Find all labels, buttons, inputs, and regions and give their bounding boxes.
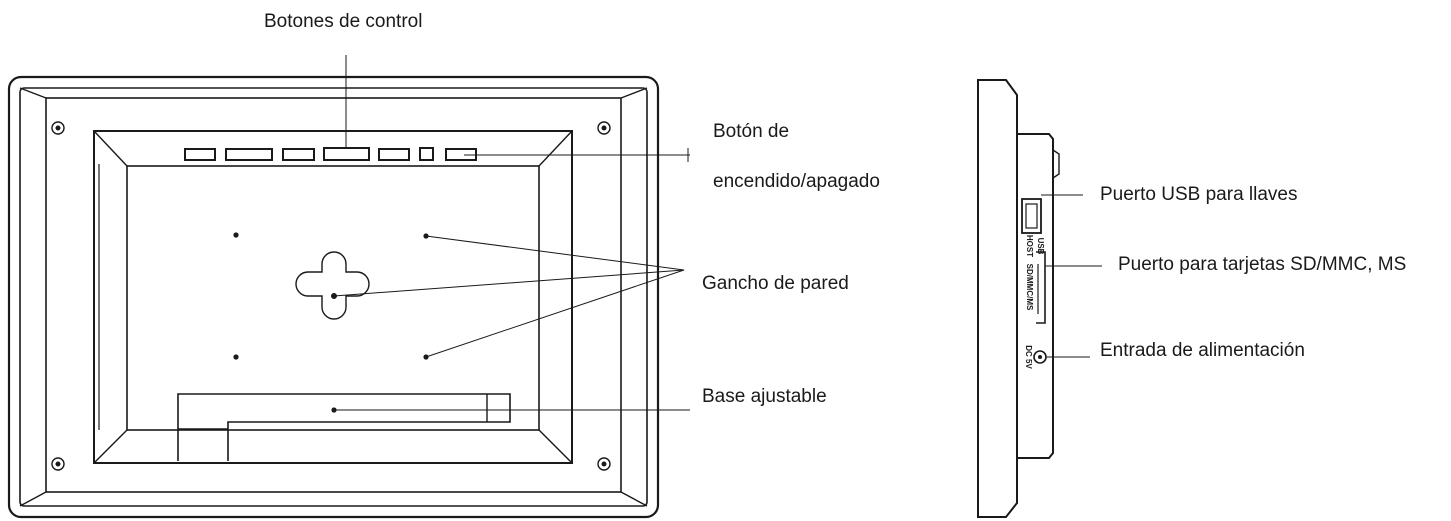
frame-side-view: USB HOST SD/MMC/MS DC 5V: [977, 79, 1060, 518]
leader-wall-hook: [425, 269, 685, 358]
frame-border-inner: [19, 87, 648, 507]
label-power-input: Entrada de alimentación: [1100, 340, 1305, 361]
control-button: [184, 148, 216, 161]
usb-marking: USB: [1036, 238, 1045, 255]
label-usb-port: Puerto USB para llaves: [1100, 184, 1298, 205]
frame-outer-edge: [7, 75, 660, 519]
frame-back-view: [7, 75, 660, 519]
back-panel-recess: [126, 165, 540, 431]
side-body: [1017, 133, 1054, 459]
dc-jack: DC 5V: [1024, 345, 1047, 369]
leader-wall-hook: [333, 269, 685, 297]
control-button-small: [419, 147, 434, 161]
usb-host-marking: HOST: [1025, 235, 1034, 257]
control-buttons: [184, 147, 477, 161]
card-slot-marking: SD/MMC/MS: [1025, 264, 1034, 311]
leader-wall-hook: [425, 235, 685, 271]
label-wall-hook: Gancho de pared: [702, 273, 849, 294]
corner-screw: [597, 121, 611, 135]
frame-bevel: [45, 97, 622, 493]
usb-port: USB HOST: [1021, 198, 1045, 257]
side-bezel: [977, 79, 1018, 518]
adjustable-stand: [177, 393, 511, 461]
mount-dot: [233, 354, 239, 360]
control-button: [282, 148, 315, 161]
label-control-buttons: Botones de control: [264, 11, 422, 32]
dc-marking: DC 5V: [1024, 345, 1033, 369]
wall-hook-quatrefoil: [295, 251, 370, 320]
control-button: [378, 148, 410, 161]
corner-screw: [51, 457, 65, 471]
leader-lines: [333, 55, 1102, 411]
control-button: [225, 148, 273, 161]
corner-screw: [597, 457, 611, 471]
label-adjustable-stand: Base ajustable: [702, 386, 827, 407]
corner-screw: [51, 121, 65, 135]
label-card-port: Puerto para tarjetas SD/MMC, MS: [1118, 254, 1406, 275]
control-button: [323, 147, 370, 161]
label-power-button-line2: encendido/apagado: [713, 171, 880, 192]
mount-dot: [233, 232, 239, 238]
back-panel: [93, 130, 573, 464]
label-power-button-line1: Botón de: [713, 121, 789, 142]
labels: Botones de control Botón de encendido/ap…: [264, 11, 1406, 407]
card-slot: SD/MMC/MS: [1025, 251, 1046, 324]
